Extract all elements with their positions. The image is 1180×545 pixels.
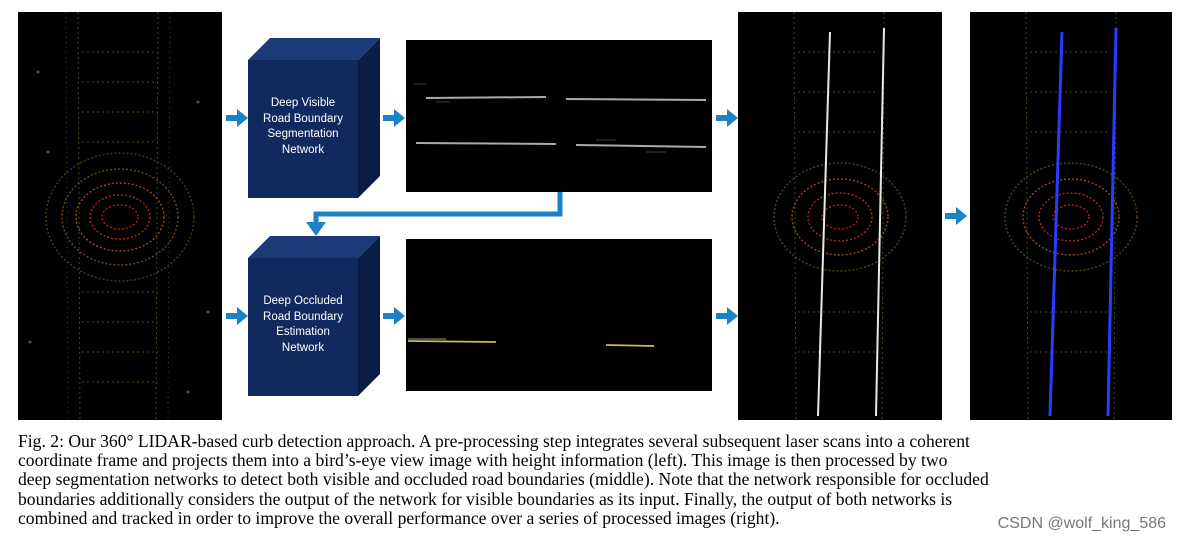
box-3d-shape — [248, 236, 380, 396]
arrow-to-visible-output — [383, 109, 405, 127]
figure-caption: Fig. 2: Our 360° LIDAR-based curb detect… — [18, 431, 1174, 528]
tracked-panel — [970, 12, 1172, 420]
box-3d-shape — [248, 38, 380, 198]
arrow-to-visible-network — [226, 109, 248, 127]
arrow-to-overlay-bottom — [716, 307, 738, 325]
overlay-panel — [738, 12, 942, 420]
lidar-input-image — [28, 12, 210, 420]
caption-line: coordinate frame and projects them into … — [18, 450, 948, 471]
arrow-to-occluded-output — [383, 307, 405, 325]
visible-output-panel — [406, 40, 712, 192]
arrow-to-occluded-network — [226, 307, 248, 325]
occluded-output-panel — [406, 239, 712, 391]
visible-network-box: Deep Visible Road Boundary Segmentation … — [248, 38, 382, 198]
caption-line: boundaries additionally considers the ou… — [18, 488, 953, 509]
arrow-to-overlay-top — [716, 109, 738, 127]
occluded-network-box: Deep Occluded Road Boundary Estimation N… — [248, 236, 382, 396]
visible-network-label: Deep Visible Road Boundary Segmentation … — [263, 97, 343, 156]
arrow-to-tracked — [945, 207, 967, 225]
watermark: CSDN @wolf_king_586 — [997, 515, 1166, 533]
caption-line: deep segmentation networks to detect bot… — [18, 469, 989, 490]
caption-line: Fig. 2: Our 360° LIDAR-based curb detect… — [18, 431, 970, 451]
occluded-network-label: Deep Occluded Road Boundary Estimation N… — [263, 295, 343, 354]
lidar-input-panel — [18, 12, 222, 420]
occluded-estimation-image — [407, 338, 655, 347]
overlay-image — [773, 12, 907, 420]
caption-line: combined and tracked in order to improve… — [18, 507, 780, 528]
feedback-connector — [306, 192, 563, 236]
tracked-image — [1004, 12, 1138, 420]
visible-segmentation-image — [414, 83, 707, 153]
